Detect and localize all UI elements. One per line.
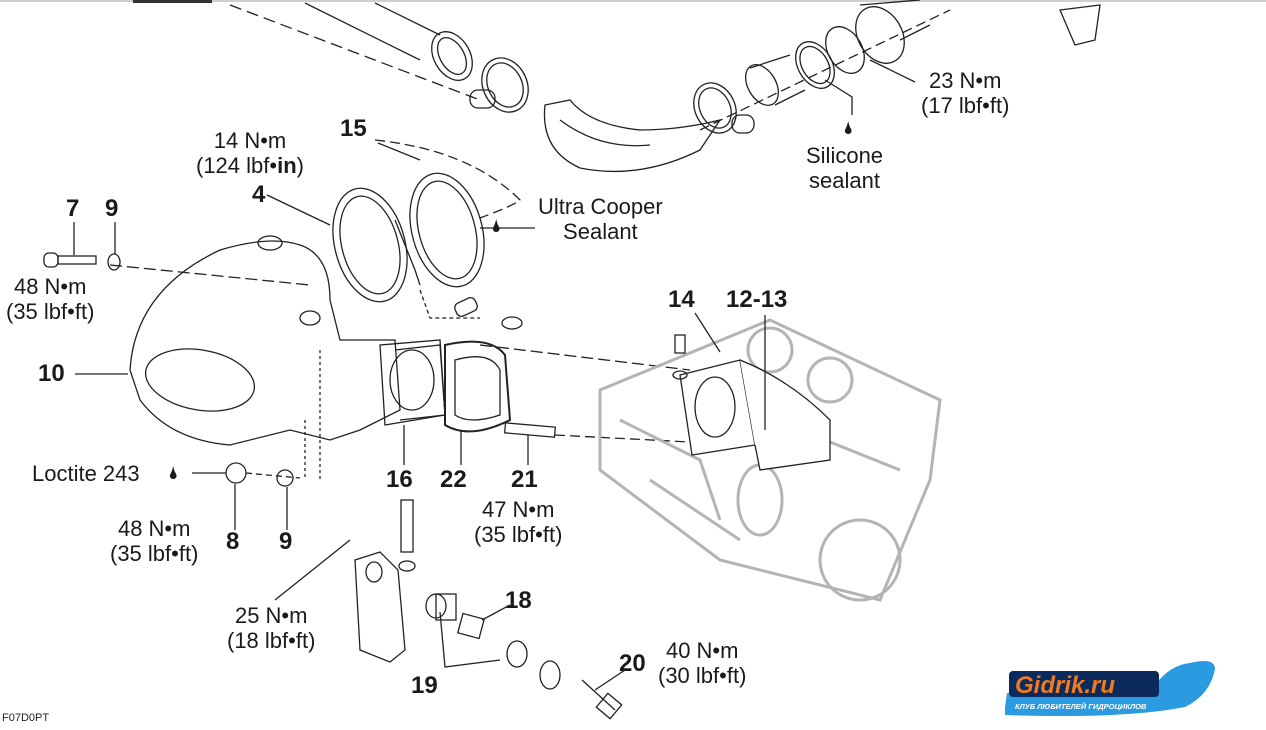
exhaust-adapter-14	[672, 334, 831, 471]
logo-brand: Gidrik.ru	[1015, 672, 1115, 699]
part-number-15: 15	[340, 115, 367, 142]
stud-21	[503, 422, 691, 443]
part-number-10: 10	[38, 360, 65, 387]
nut-8	[225, 462, 247, 484]
exhaust-pipe-top	[229, 2, 481, 101]
drop-icon: 🌢	[843, 118, 854, 138]
part-number-20: 20	[619, 650, 646, 677]
part-number-21: 21	[511, 466, 538, 493]
sealant-loctite: Loctite 243	[32, 461, 140, 486]
mount-bracket	[354, 499, 416, 663]
logo-brand-bg	[1009, 671, 1159, 697]
adapter-and-rings	[699, 0, 1101, 131]
torque-label-4: 14 N•m (124 lbf•in)	[196, 128, 304, 178]
part-number-18: 18	[505, 587, 532, 614]
part-number-9-top: 9	[105, 195, 119, 222]
torque-label-bracket-screw: 25 N•m (18 lbf•ft)	[227, 603, 316, 653]
rubber-hose	[543, 99, 722, 173]
top-border	[0, 0, 1266, 2]
part-number-19: 19	[411, 672, 438, 699]
washer-9-bottom	[276, 469, 294, 487]
gasket-22	[444, 340, 512, 433]
torque-label-top-clamp: 23 N•m (17 lbf•ft)	[921, 68, 1010, 118]
washer-9-top	[107, 253, 121, 271]
part-number-4: 4	[252, 181, 266, 208]
hose-clamp-1	[469, 57, 529, 113]
drop-icon: 🌢	[491, 216, 502, 236]
bushing-stack	[425, 593, 623, 720]
top-tab-indicator	[133, 0, 212, 3]
bolt-7	[43, 252, 97, 268]
torque-label-8: 48 N•m (35 lbf•ft)	[110, 516, 199, 566]
gasket-16	[379, 339, 446, 426]
logo-tagline: КЛУБ ЛЮБИТЕЛЕЙ ГИДРОЦИКЛОВ	[1015, 702, 1147, 711]
torque-label-20: 40 N•m (30 lbf•ft)	[658, 638, 747, 688]
hose-clamp-2	[693, 82, 755, 134]
torque-label-7: 48 N•m (35 lbf•ft)	[6, 274, 95, 324]
gasket-15	[409, 172, 485, 288]
gidrik-logo: Gidrik.ru КЛУБ ЛЮБИТЕЛЕЙ ГИДРОЦИКЛОВ	[1005, 655, 1217, 719]
part-number-9-bottom: 9	[279, 528, 293, 555]
part-number-7: 7	[66, 195, 80, 222]
part-number-16: 16	[386, 466, 413, 493]
v-clamp-4	[332, 187, 421, 303]
leader-lines	[73, 142, 766, 691]
drop-icon: 🌢	[168, 463, 179, 483]
figure-code: F07D0PT	[2, 712, 50, 724]
part-number-14: 14	[668, 286, 695, 313]
sealant-silicone: Silicone sealant	[806, 143, 884, 193]
torque-label-21: 47 N•m (35 lbf•ft)	[474, 497, 563, 547]
part-number-8: 8	[226, 528, 240, 555]
part-number-12-13: 12-13	[726, 286, 788, 313]
sealant-ultra-copper: Ultra Cooper Sealant	[538, 194, 663, 244]
part-number-22: 22	[440, 466, 467, 493]
